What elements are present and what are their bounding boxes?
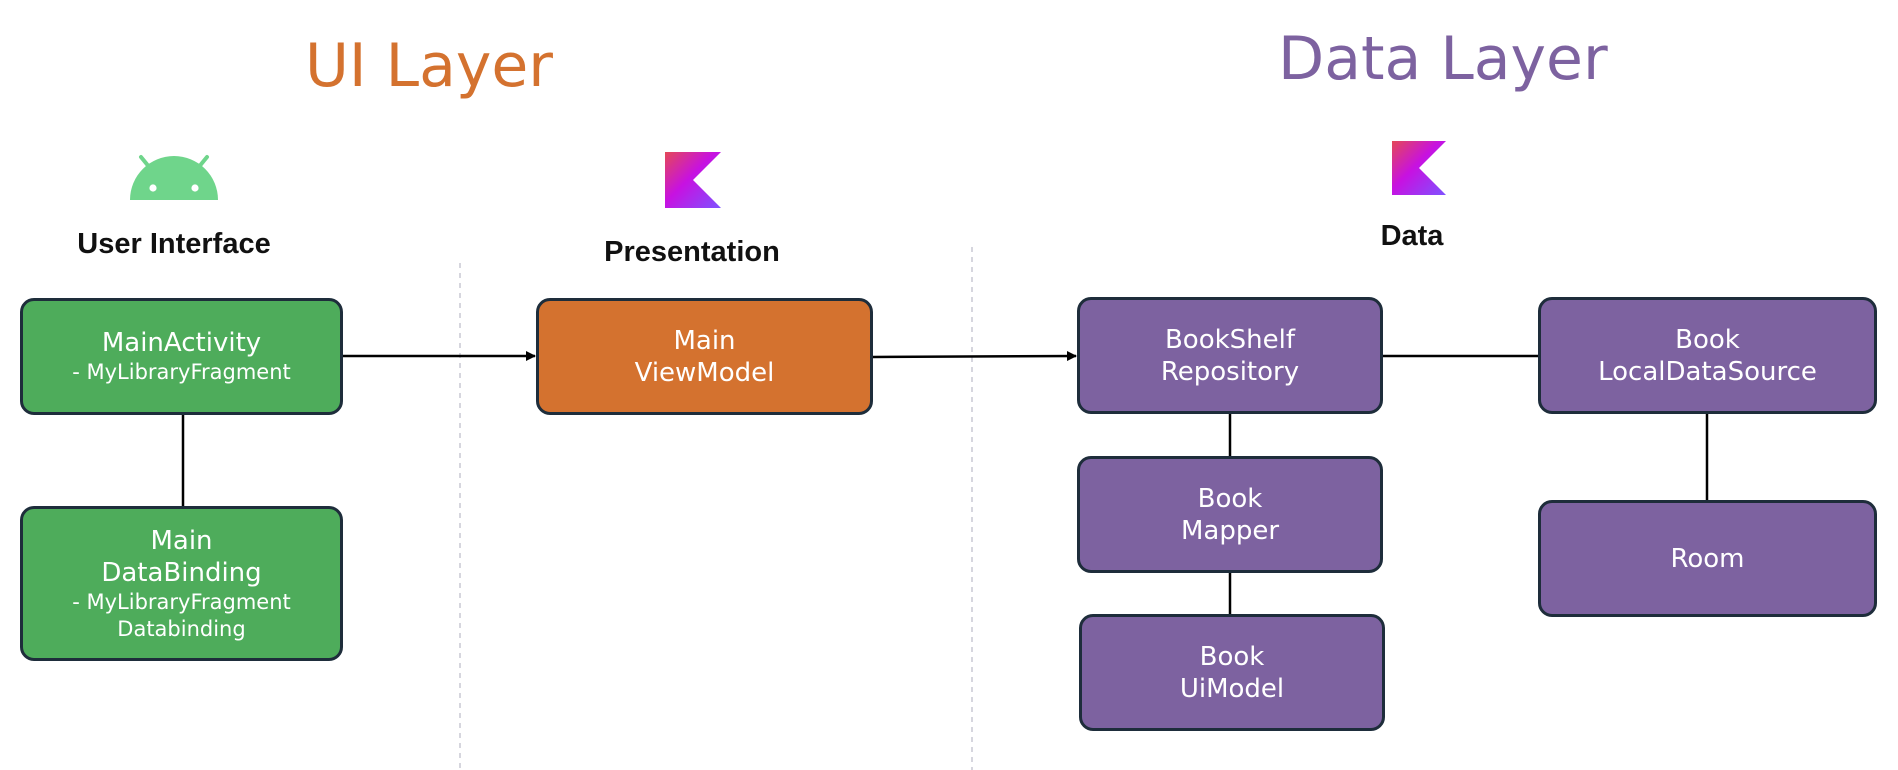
- node-title: BookShelf Repository: [1160, 324, 1300, 387]
- node-title: Main ViewModel: [634, 325, 775, 388]
- node-main-activity: MainActivity - MyLibraryFragment: [20, 298, 343, 415]
- kotlin-icon: [665, 152, 721, 208]
- arrow-viewmodel-to-repository: [872, 351, 1077, 362]
- data-layer-title: Data Layer: [1278, 24, 1608, 94]
- android-icon: [130, 155, 218, 200]
- node-book-uimodel: Book UiModel: [1079, 614, 1385, 731]
- ui-layer-title: UI Layer: [305, 31, 553, 101]
- node-title: Book UiModel: [1179, 641, 1285, 704]
- node-title: MainActivity: [101, 328, 262, 358]
- node-main-viewmodel: Main ViewModel: [536, 298, 873, 415]
- node-subtitle: - MyLibraryFragment Databinding: [72, 589, 291, 641]
- section-label-user-interface: User Interface: [77, 228, 271, 260]
- kotlin-icon: [1392, 141, 1446, 195]
- node-room: Room: [1538, 500, 1877, 617]
- node-main-databinding: Main DataBinding - MyLibraryFragment Dat…: [20, 506, 343, 661]
- node-title: Main DataBinding: [101, 525, 262, 588]
- node-book-localdatasource: Book LocalDataSource: [1538, 297, 1877, 414]
- node-title: Book LocalDataSource: [1598, 324, 1817, 387]
- node-bookshelf-repository: BookShelf Repository: [1077, 297, 1383, 414]
- section-label-data: Data: [1380, 220, 1444, 252]
- node-book-mapper: Book Mapper: [1077, 456, 1383, 573]
- node-title: Book Mapper: [1180, 483, 1280, 546]
- section-label-presentation: Presentation: [604, 236, 780, 268]
- node-title: Room: [1670, 543, 1745, 574]
- node-subtitle: - MyLibraryFragment: [72, 360, 291, 384]
